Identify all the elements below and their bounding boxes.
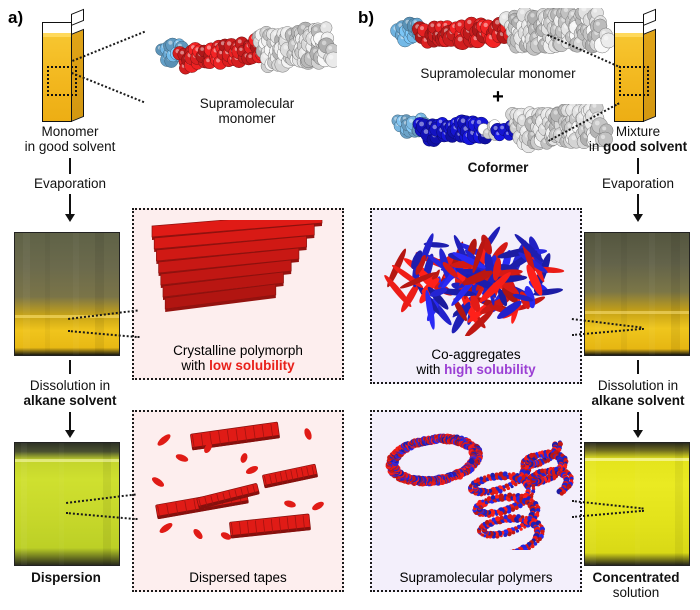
dissolution-label-a-line2: alkane solvent <box>23 393 117 408</box>
co-aggregates-illustration <box>378 216 574 338</box>
vial-meniscus <box>15 459 119 462</box>
vial-meniscus <box>585 311 689 314</box>
vial-evaporated-a <box>14 232 120 356</box>
evaporation-label-a: Evaporation <box>33 176 107 191</box>
crystalline-polymorph-caption: Crystalline polymorph with low solubilit… <box>134 343 342 373</box>
dissolution-label-a-line1: Dissolution in <box>29 378 111 393</box>
dissolution-arrow-shaft-b <box>637 412 639 432</box>
cuvette-label-a-line2: in good solvent <box>24 139 116 154</box>
cuvette-zoom-square <box>47 66 77 96</box>
molecule-supramolecular-monomer <box>152 20 342 95</box>
dissolution-arrow-head-b <box>633 430 643 438</box>
vial-dispersion-a <box>14 442 120 566</box>
callout-box-supramolecular-polymers: Supramolecular polymers <box>370 410 582 592</box>
vial-highlight <box>590 443 596 565</box>
evaporation-arrow-shaft-a <box>69 194 71 216</box>
crystalline-caption-line2-plain: with <box>181 358 210 373</box>
cuvette-b-meniscus <box>615 33 643 37</box>
cuvette-mixture <box>614 8 670 123</box>
vial-highlight <box>675 443 683 565</box>
molecule-coformer <box>386 100 616 166</box>
callout-box-co-aggregates: Co-aggregates with high solubility <box>370 208 582 384</box>
supramolecular-polymers-caption: Supramolecular polymers <box>399 570 553 585</box>
callout-box-dispersed-tapes: Dispersed tapes <box>132 410 344 592</box>
cuvette-label-a-line1: Monomer <box>41 124 99 139</box>
co-aggregates-caption-line2-plain: with <box>416 362 445 377</box>
cuvette-label-b-line1: Mixture <box>615 124 661 139</box>
evaporation-arrow-head-a <box>65 214 75 222</box>
molecule-label-a-line2: monomer <box>218 111 276 126</box>
molecule-label-a-line1: Supramolecular <box>199 96 295 111</box>
vial-highlight <box>621 233 627 355</box>
crystalline-caption-line1: Crystalline polymorph <box>173 343 303 358</box>
vial-concentrated-caption: Concentrated solution <box>578 570 694 600</box>
dispersed-tapes-caption: Dispersed tapes <box>189 570 287 585</box>
cuvette-lid-side <box>71 8 84 27</box>
cuvette-label-a: Monomer in good solvent <box>8 124 132 154</box>
molecule-b1-label: Supramolecular monomer <box>420 66 576 81</box>
dissolution-arrow-shaft-a <box>69 412 71 432</box>
vial-highlight <box>23 233 30 355</box>
cuvette-b-lid-side <box>643 8 656 27</box>
vial-concentrated-solution <box>584 442 690 566</box>
crystalline-tapes-illustration <box>144 211 332 332</box>
evaporation-line-b <box>637 158 639 174</box>
vial-highlight <box>103 443 111 565</box>
vial-dispersion-caption: Dispersion <box>31 570 101 585</box>
low-solubility-accent: low solubility <box>209 358 295 373</box>
dissolution-label-b-line2: alkane solvent <box>591 393 685 408</box>
cuvette-label-b-line2-plain: in <box>588 139 604 154</box>
vial-evaporated-b <box>584 232 690 356</box>
vial-liquid <box>585 443 689 565</box>
vial-liquid <box>15 443 119 565</box>
cuvette-b-zoom-square <box>619 66 649 96</box>
dissolution-label-a: Dissolution in alkane solvent <box>4 378 136 408</box>
co-aggregates-caption-line1: Co-aggregates <box>431 347 521 362</box>
callout-box-crystalline-polymorph: Crystalline polymorph with low solubilit… <box>132 208 344 380</box>
cuvette-label-b-line2-bold: good solvent <box>603 139 688 154</box>
panel-a-letter: a) <box>8 8 24 27</box>
molecule-coformer-label: Coformer <box>467 160 529 175</box>
cuvette-meniscus <box>43 33 71 37</box>
vial-highlight <box>671 233 680 355</box>
vial-highlight <box>21 443 27 565</box>
dissolution-line-a <box>69 360 71 374</box>
vial-liquid <box>15 233 119 355</box>
vial-meniscus <box>15 315 119 318</box>
dissolution-arrow-head-a <box>65 430 75 438</box>
supramolecular-polymers-illustration <box>378 416 574 561</box>
high-solubility-accent: high solubility <box>444 362 536 377</box>
vial-liquid <box>585 233 689 355</box>
co-aggregates-caption: Co-aggregates with high solubility <box>372 347 580 377</box>
cuvette-monomer <box>42 8 98 123</box>
evaporation-label-b: Evaporation <box>601 176 675 191</box>
evaporation-line-a <box>69 158 71 174</box>
vial-highlight <box>73 233 79 355</box>
dissolution-label-b-line1: Dissolution in <box>597 378 679 393</box>
plus-sign: + <box>492 86 504 108</box>
vial-highlight <box>649 233 655 355</box>
dissolution-label-b: Dissolution in alkane solvent <box>572 378 700 408</box>
evaporation-arrow-head-b <box>633 214 643 222</box>
vial-meniscus <box>585 458 689 461</box>
vial-highlight <box>635 443 640 565</box>
vial-highlight <box>595 233 601 355</box>
dissolution-line-b <box>637 360 639 374</box>
cuvette-label-b: Mixture in good solvent <box>578 124 698 154</box>
concentrated-caption-line2: solution <box>612 585 660 600</box>
panel-b-letter: b) <box>358 8 375 27</box>
evaporation-arrow-shaft-b <box>637 194 639 216</box>
dispersed-tapes-illustration <box>140 418 336 548</box>
molecule-supramolecular-monomer-b <box>386 3 617 80</box>
vial-highlight <box>45 233 50 355</box>
concentrated-caption-line1: Concentrated <box>592 570 680 585</box>
molecule-label-a: Supramolecular monomer <box>152 96 342 126</box>
vial-highlight <box>95 233 104 355</box>
